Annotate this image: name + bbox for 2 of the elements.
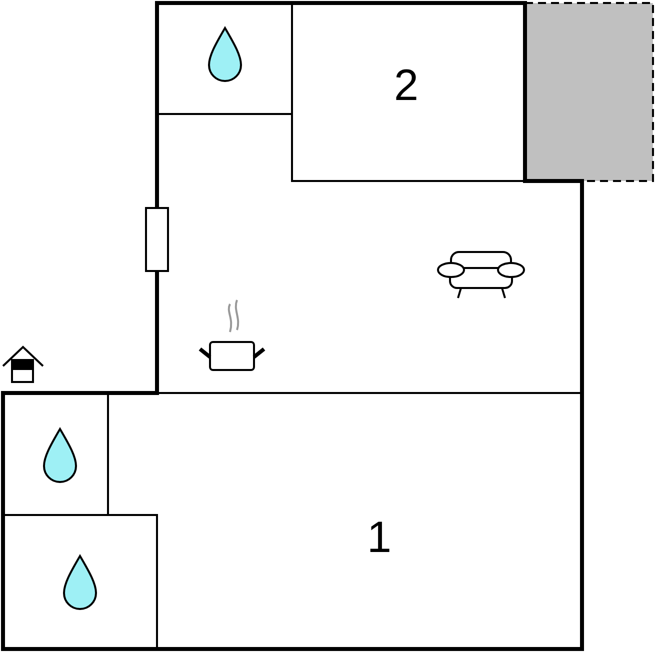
room-number: 1 <box>367 516 392 560</box>
room-number: 2 <box>394 64 418 108</box>
